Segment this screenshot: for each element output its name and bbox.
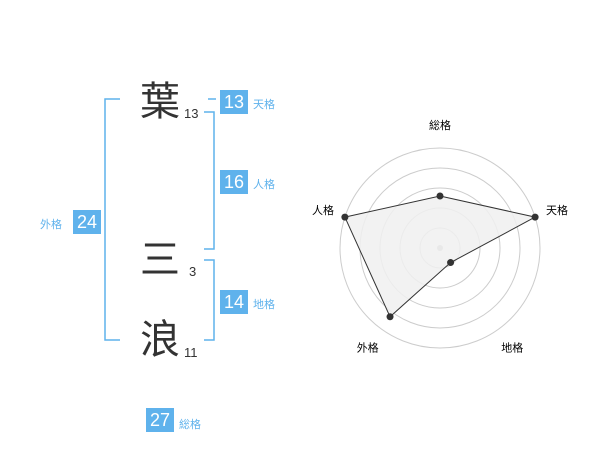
radar-point xyxy=(436,192,444,200)
jinkaku-badge: 16 xyxy=(220,170,248,194)
radar-polygon xyxy=(344,195,537,318)
gaikaku-label: 外格 xyxy=(40,218,62,231)
radar-point xyxy=(341,213,349,221)
chikaku-badge: 14 xyxy=(220,290,248,314)
radar-point xyxy=(531,213,539,221)
name-char-3: 浪 xyxy=(140,317,180,363)
radar-point xyxy=(447,259,455,267)
stroke-count-3: 11 xyxy=(184,345,198,360)
gaikaku-badge: 24 xyxy=(73,210,101,234)
soukaku-badge: 27 xyxy=(146,408,174,432)
tenkaku-label: 天格 xyxy=(253,98,275,111)
stroke-count-1: 13 xyxy=(184,106,199,121)
tenkaku-badge: 13 xyxy=(220,90,248,114)
name-char-2: 三 xyxy=(140,237,180,283)
soukaku-label: 総格 xyxy=(179,418,201,431)
radar-point xyxy=(386,313,394,321)
radar-axis-label: 人格 xyxy=(312,203,334,217)
radar-ring xyxy=(339,147,541,349)
chikaku-label: 地格 xyxy=(253,298,275,311)
stroke-count-2: 3 xyxy=(189,264,197,279)
radar-points xyxy=(341,192,539,321)
radar-axis-label: 天格 xyxy=(546,203,568,217)
jinkaku-label: 人格 xyxy=(253,178,275,191)
radar-axis-label: 地格 xyxy=(501,341,523,355)
radar-axis-label: 外格 xyxy=(357,341,379,355)
radar-axis-label: 総格 xyxy=(429,118,451,132)
name-char-1: 葉 xyxy=(140,79,180,125)
